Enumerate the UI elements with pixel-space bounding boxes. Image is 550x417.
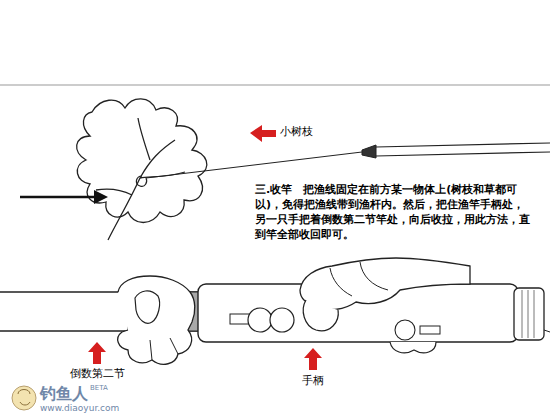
watermark: BETA [90, 384, 108, 393]
part-label: 手柄 [302, 374, 324, 388]
finger [150, 338, 178, 360]
rod-tip [362, 145, 376, 158]
reel-ring [395, 320, 415, 340]
watermark: www.diaoyur.com [40, 403, 119, 414]
finger [390, 342, 436, 353]
watermark-icon [18, 390, 30, 406]
pointer-arrow [304, 348, 322, 370]
rod [376, 143, 550, 156]
twig [96, 118, 185, 240]
part-label: 倒数第二节 [70, 367, 125, 381]
watermark-icon [12, 386, 36, 410]
hand [118, 276, 195, 364]
end-cap [544, 330, 550, 332]
pointer-arrow [250, 125, 276, 142]
direction-arrowhead [94, 190, 108, 204]
reel-seat [420, 326, 440, 334]
end-cap-grip [522, 290, 534, 338]
separator [0, 85, 550, 86]
pointer-arrow [88, 342, 106, 364]
fishing-line [146, 152, 362, 178]
hand [300, 258, 470, 309]
thumb [135, 291, 160, 323]
reel-ring [270, 308, 294, 332]
watermark: 钓鱼人 [40, 384, 88, 404]
part-label: 小树枝 [280, 125, 313, 139]
end-cap [514, 288, 544, 340]
instruction-note: 三.收竿 把渔线固定在前方某一物体上(树枝和草都可以)，免得把渔线带到渔杆内。然… [255, 183, 535, 242]
finger [330, 262, 388, 296]
direction-arrow [20, 196, 98, 199]
hook [136, 176, 146, 186]
reel-ring [248, 308, 272, 332]
leaf [77, 99, 207, 223]
thumb [303, 300, 338, 331]
